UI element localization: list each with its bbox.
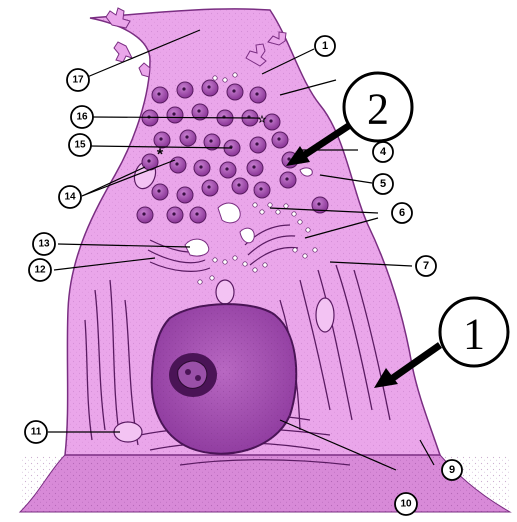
nucleolus: [169, 353, 217, 397]
label-10: 10: [395, 493, 417, 515]
vesicle: [253, 268, 257, 272]
vesicle: [298, 220, 302, 224]
granule-core: [255, 92, 258, 95]
vesicle: [213, 258, 217, 262]
granule-core: [172, 112, 175, 115]
granule-core: [147, 159, 150, 162]
vesicle: [198, 280, 202, 284]
svg-text:4: 4: [380, 146, 387, 158]
granule-core: [197, 109, 200, 112]
label-9: 9: [442, 460, 462, 480]
label-1: 1: [315, 36, 335, 56]
granule-core: [142, 212, 145, 215]
svg-text:5: 5: [380, 178, 386, 190]
vesicle: [313, 248, 317, 252]
vesicle: [253, 203, 257, 207]
granule-core: [232, 89, 235, 92]
granule-core: [252, 165, 255, 168]
vesicle: [213, 76, 217, 80]
label-7: 7: [416, 256, 436, 276]
asterisk-marker: *: [157, 147, 164, 164]
granule-core: [207, 85, 210, 88]
vesicle: [293, 248, 297, 252]
granule-core: [175, 162, 178, 165]
vesicle: [223, 78, 227, 82]
label-14: 14: [59, 186, 81, 208]
svg-text:17: 17: [72, 75, 84, 86]
svg-text:12: 12: [34, 265, 46, 276]
granule-core: [277, 137, 280, 140]
label-17: 17: [67, 69, 89, 91]
mitochondrion: [216, 280, 234, 304]
label-16: 16: [71, 106, 93, 128]
svg-text:1: 1: [322, 40, 328, 52]
granule-core: [269, 119, 272, 122]
granule-core: [317, 202, 320, 205]
svg-text:11: 11: [31, 427, 42, 438]
star-marker: ☆: [258, 115, 267, 126]
vesicle: [276, 210, 280, 214]
granule-core: [237, 183, 240, 186]
granule-core: [182, 87, 185, 90]
granule-core: [157, 189, 160, 192]
vesicle: [284, 204, 288, 208]
vesicle: [233, 256, 237, 260]
granule-core: [207, 185, 210, 188]
label-6: 6: [392, 203, 412, 223]
granule-core: [199, 165, 202, 168]
svg-text:14: 14: [64, 192, 76, 203]
label-11: 11: [25, 421, 47, 443]
granule-core: [159, 137, 162, 140]
svg-text:16: 16: [76, 112, 88, 123]
vesicle: [263, 263, 267, 267]
granule-core: [259, 187, 262, 190]
label-13: 13: [33, 233, 55, 255]
big-label-1: 1: [440, 298, 508, 366]
vesicle: [223, 260, 227, 264]
vesicle: [233, 73, 237, 77]
granule-core: [157, 92, 160, 95]
granule-core: [285, 177, 288, 180]
svg-text:13: 13: [38, 239, 50, 250]
big-label-2: 2: [344, 73, 412, 141]
svg-text:7: 7: [423, 260, 429, 272]
svg-text:2: 2: [367, 85, 389, 134]
granule-core: [185, 135, 188, 138]
svg-text:10: 10: [400, 499, 412, 510]
label-15: 15: [69, 134, 91, 156]
basal-lamina-stipple: [20, 455, 510, 512]
granule-core: [209, 139, 212, 142]
label-4: 4: [373, 142, 393, 162]
granule-core: [172, 212, 175, 215]
svg-text:1: 1: [463, 310, 485, 359]
granule-core: [255, 142, 258, 145]
vesicle: [268, 203, 272, 207]
vesicle: [210, 276, 214, 280]
label-5: 5: [373, 174, 393, 194]
vesicle: [306, 228, 310, 232]
svg-text:9: 9: [449, 464, 455, 476]
vesicle: [292, 212, 296, 216]
vesicle: [260, 210, 264, 214]
mitochondrion: [316, 298, 334, 332]
vesicle: [303, 254, 307, 258]
svg-text:6: 6: [399, 207, 405, 219]
label-12: 12: [29, 259, 51, 281]
svg-text:15: 15: [74, 140, 86, 151]
granule-core: [182, 192, 185, 195]
vesicle: [243, 262, 247, 266]
granule-core: [195, 212, 198, 215]
granule-core: [225, 167, 228, 170]
